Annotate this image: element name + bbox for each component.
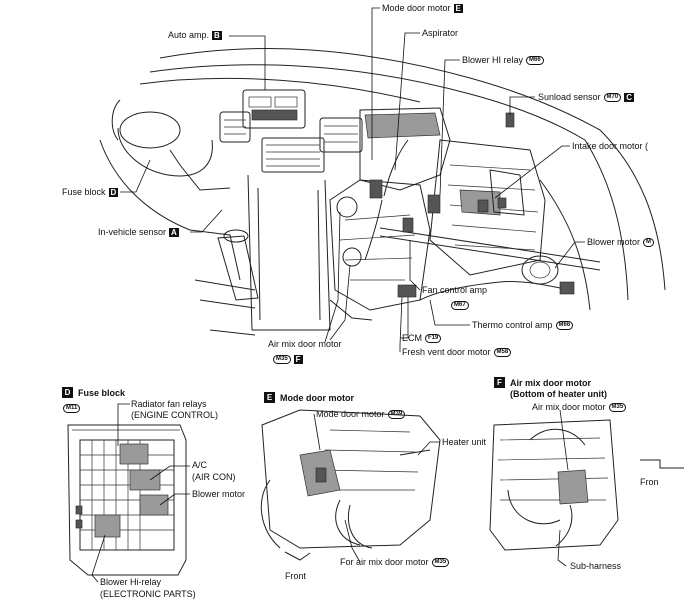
ecm-text: ECM bbox=[402, 333, 422, 343]
detail-d-tag: D bbox=[62, 387, 73, 398]
mode-door-motor-tag: E bbox=[453, 4, 463, 14]
detail-e-title: Mode door motor bbox=[280, 393, 354, 403]
air-mix-door-motor-main-tag: F bbox=[293, 355, 303, 365]
detail-d-connector-wrap: M11 bbox=[60, 403, 81, 414]
detail-f-subtitle: (Bottom of heater unit) bbox=[510, 389, 607, 399]
main-leader-lines bbox=[120, 7, 585, 352]
detail-f-tag: F bbox=[494, 377, 505, 388]
detail-e-tag: E bbox=[264, 392, 275, 403]
blower-motor-main-connector: M bbox=[643, 238, 655, 248]
auto-amp-text: Auto amp. bbox=[168, 30, 210, 40]
air-mix-door-motor-main-label: Air mix door motor bbox=[268, 339, 342, 349]
blower-hi-relay-text: Blower HI relay bbox=[462, 55, 524, 65]
fuse-block-main-tag: D bbox=[108, 188, 119, 198]
fuse-block-main-text: Fuse block bbox=[62, 187, 106, 197]
thermo-control-amp-connector: M66 bbox=[555, 321, 574, 331]
in-vehicle-sensor-tag: A bbox=[169, 228, 179, 238]
intake-door-motor-text: Intake door motor ( bbox=[572, 141, 649, 151]
fresh-vent-door-motor-text: Fresh vent door motor bbox=[402, 347, 491, 357]
for-air-mix-door-motor-connector: M35 bbox=[431, 558, 450, 568]
heater-unit-label: Heater unit bbox=[442, 437, 487, 447]
ecm-connector: F19 bbox=[425, 334, 442, 344]
blower-hi-relay-connector: M66 bbox=[526, 56, 544, 66]
for-air-mix-door-motor-text: For air mix door motor bbox=[340, 557, 429, 567]
detail-d-blower-motor-label: Blower motor bbox=[192, 489, 246, 499]
detail-f-air-mix-door-motor-text: Air mix door motor bbox=[532, 402, 606, 412]
mode-door-motor-leader-lines bbox=[313, 413, 440, 563]
fuse-block-leader-lines bbox=[91, 403, 190, 583]
fresh-vent-door-motor-connector: M58 bbox=[493, 348, 512, 358]
sunload-sensor-text: Sunload sensor bbox=[538, 92, 601, 102]
fan-control-amp-label: Fan control amp bbox=[422, 285, 487, 295]
in-vehicle-sensor-text: In-vehicle sensor bbox=[98, 227, 167, 237]
detail-f-air-mix-door-motor-connector: M35 bbox=[608, 403, 627, 413]
auto-amp-tag: B bbox=[212, 31, 222, 41]
sunload-sensor-connector: M70 bbox=[603, 93, 622, 103]
air-mix-door-motor-leader-lines bbox=[557, 409, 569, 567]
detail-d-title: Fuse block bbox=[78, 388, 126, 398]
air-con-label: (AIR CON) bbox=[192, 472, 236, 482]
electronic-parts-label: (ELECTRONIC PARTS) bbox=[100, 589, 196, 599]
air-mix-door-motor-main-text: Air mix door motor bbox=[268, 339, 342, 349]
fan-control-amp-connector-label: M67 bbox=[448, 300, 469, 311]
detail-e-front-label: Front bbox=[285, 571, 307, 581]
aspirator-text: Aspirator bbox=[422, 28, 459, 38]
mode-door-motor-illustration bbox=[260, 409, 441, 561]
air-mix-door-motor-main-connector: M35 bbox=[273, 355, 291, 365]
detail-e-mode-door-motor-connector: M39 bbox=[387, 410, 406, 420]
engine-control-label: (ENGINE CONTROL) bbox=[131, 410, 219, 420]
edge-front-label: Fron bbox=[640, 477, 659, 487]
sunload-sensor-tag: C bbox=[624, 93, 634, 103]
auto-amp-label: Auto amp.B bbox=[168, 30, 222, 41]
aspirator-label: Aspirator bbox=[422, 28, 458, 38]
fan-control-amp-text: Fan control amp bbox=[422, 285, 488, 295]
sub-harness-label: Sub-harness bbox=[570, 561, 622, 571]
blower-hi-relay-detail-label: Blower Hi-relay bbox=[100, 577, 162, 587]
mode-door-motor-text: Mode door motor bbox=[382, 3, 451, 13]
fuse-block-illustration bbox=[67, 424, 187, 576]
partial-edge-detail bbox=[640, 459, 684, 469]
blower-motor-main-text: Blower motor bbox=[587, 237, 641, 247]
thermo-control-amp-text: Thermo control amp bbox=[472, 320, 553, 330]
air-mix-door-motor-illustration bbox=[489, 419, 619, 551]
detail-e-mode-door-motor-text: Mode door motor bbox=[316, 409, 385, 419]
fan-control-amp-connector: M67 bbox=[451, 301, 469, 311]
ac-label: A/C bbox=[192, 460, 208, 470]
dashboard-illustration bbox=[99, 48, 666, 336]
detail-d-connector: M11 bbox=[63, 404, 81, 414]
radiator-fan-relays-label: Radiator fan relays bbox=[131, 399, 207, 409]
intake-door-motor-label: Intake door motor ( bbox=[572, 141, 648, 151]
detail-f-title: Air mix door motor bbox=[510, 378, 592, 388]
